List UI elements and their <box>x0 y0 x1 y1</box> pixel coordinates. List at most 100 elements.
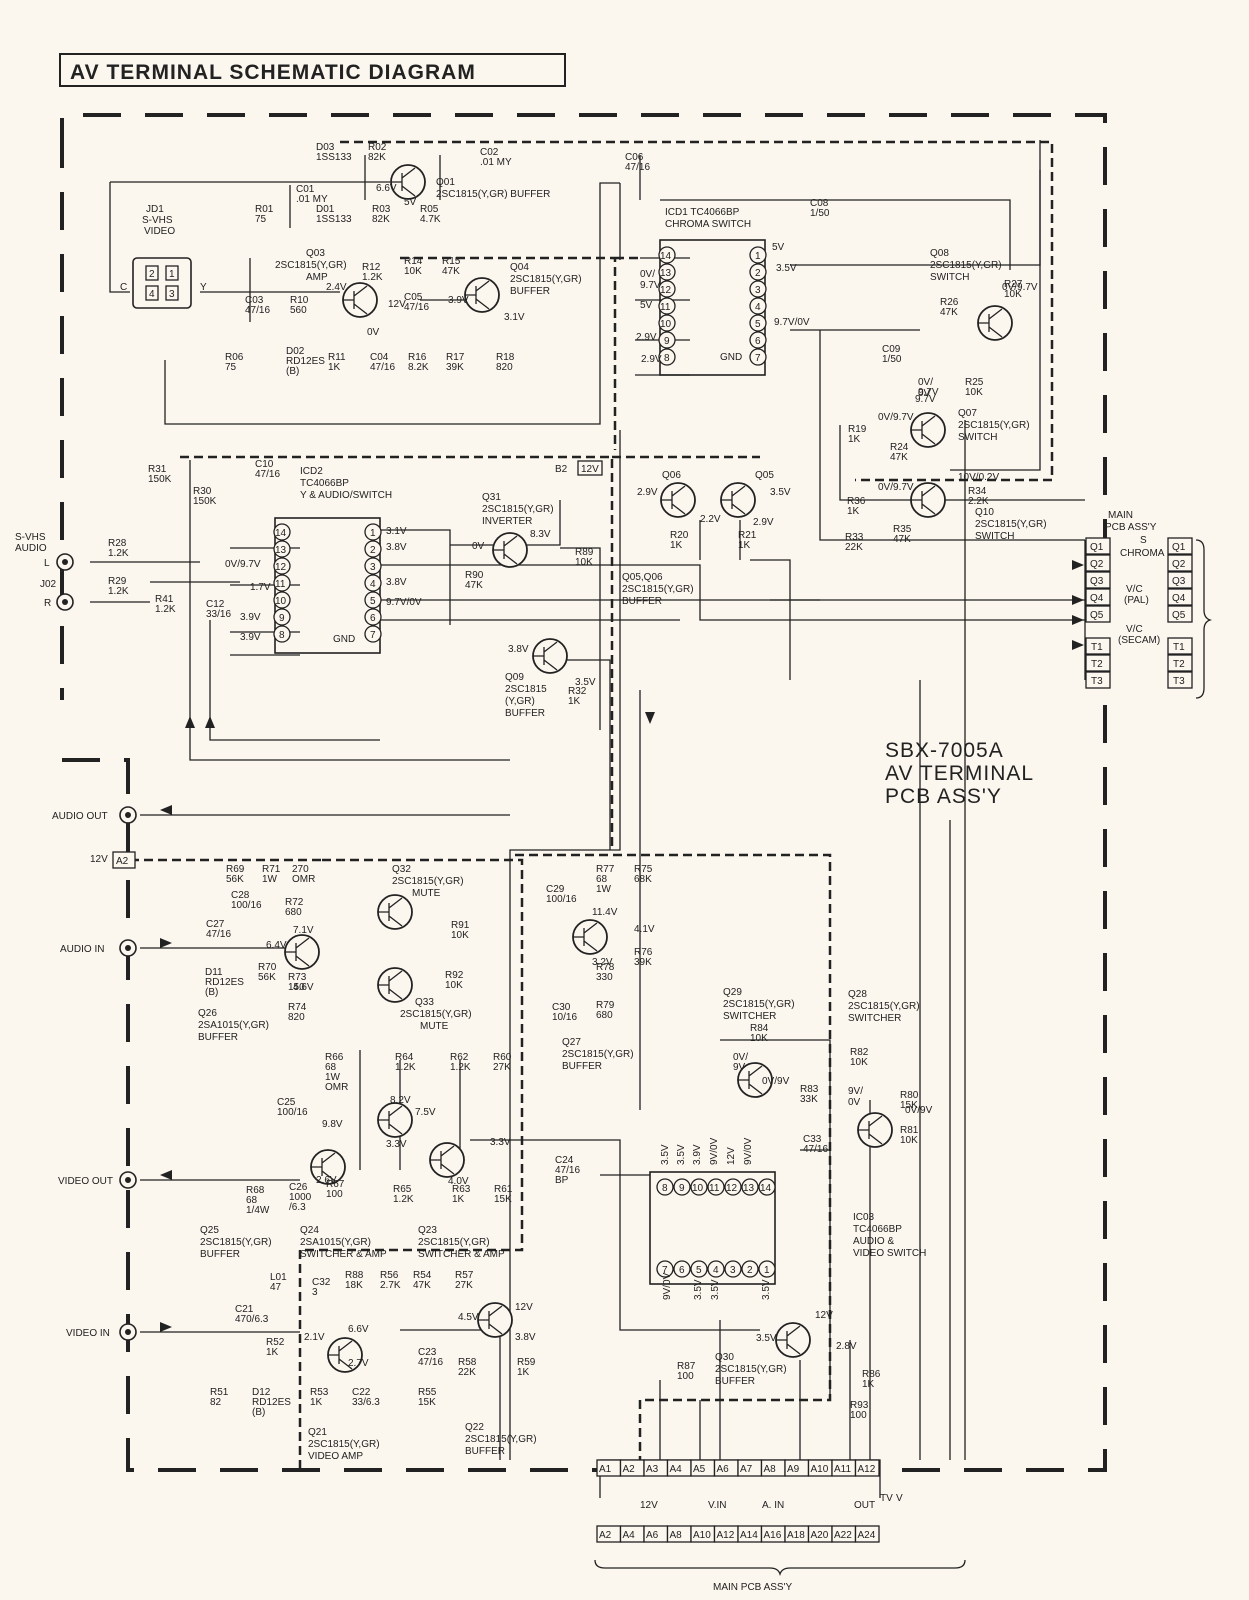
voltage-annotation: 0V <box>848 1097 861 1108</box>
supply-a2-box <box>112 851 136 869</box>
voltage-annotation: 3.8V <box>508 644 529 655</box>
svg-text:330: 330 <box>596 972 613 983</box>
q30-ref: Q30 <box>715 1352 734 1363</box>
svg-text:R27: R27 <box>1004 279 1023 290</box>
q27-func: BUFFER <box>562 1061 602 1072</box>
svg-text:R61: R61 <box>494 1184 513 1195</box>
svg-text:22K: 22K <box>845 542 863 553</box>
voltage-annotation: 3.9V <box>448 295 469 306</box>
voltage-annotation: 3.1V <box>386 526 407 537</box>
svg-text:R52: R52 <box>266 1337 285 1348</box>
icd1-pin-12: 12 <box>658 280 676 298</box>
svg-text:.01 MY: .01 MY <box>480 157 512 168</box>
conn-q5-right: Q5 <box>1167 605 1193 623</box>
q26-symbol <box>284 934 320 970</box>
video-out-jack[interactable] <box>119 1171 137 1189</box>
svg-text:BP: BP <box>555 1175 569 1186</box>
q31-part: 2SC1815(Y,GR) <box>482 504 554 515</box>
icd2-pin-14: 14 <box>273 523 291 541</box>
signal-vc-pal: V/C <box>1126 584 1143 595</box>
svg-text:33/6.3: 33/6.3 <box>352 1397 380 1408</box>
icd2-pin-9: 9 <box>273 608 291 626</box>
pin-label: 9 <box>679 1183 685 1194</box>
pin-label: 7 <box>755 353 761 364</box>
audio-in-jack[interactable] <box>119 939 137 957</box>
svg-text:R88: R88 <box>345 1270 364 1281</box>
pin-label: 5 <box>696 1265 702 1276</box>
svhs-audio-l-jack[interactable] <box>56 553 74 571</box>
svg-text:27K: 27K <box>455 1280 473 1291</box>
svhs-audio-r-jack[interactable] <box>56 593 74 611</box>
icd2-pin-6: 6 <box>364 608 382 626</box>
q01-symbol <box>390 164 426 200</box>
video-in-jack[interactable] <box>119 1323 137 1341</box>
q21-symbol <box>327 1337 363 1373</box>
pin-label: 14 <box>760 1183 772 1194</box>
jd1-label-2: S-VHS <box>142 215 173 226</box>
conn-t2-left: T2 <box>1085 654 1111 672</box>
jd1-label-1: JD1 <box>146 204 164 215</box>
voltage-annotation: 0V/ <box>918 377 933 388</box>
svg-text:A2: A2 <box>623 1464 636 1475</box>
svg-text:A6: A6 <box>646 1530 659 1541</box>
pin-label: 11 <box>709 1183 720 1194</box>
svg-text:R56: R56 <box>380 1270 399 1281</box>
svg-text:22K: 22K <box>458 1367 476 1378</box>
icd1-pin-11: 11 <box>658 297 676 315</box>
voltage-annotation: 9.7V <box>915 394 936 405</box>
svg-text:R66: R66 <box>325 1052 344 1063</box>
voltage-annotation: 3.5V <box>756 1333 777 1344</box>
svg-text:A18: A18 <box>787 1530 805 1541</box>
svg-text:R64: R64 <box>395 1052 414 1063</box>
voltage-annotation: 3.1V <box>504 312 525 323</box>
svg-text:R34: R34 <box>968 486 987 497</box>
transistor-symbols <box>284 164 1013 1373</box>
q05-ref: Q05 <box>755 470 774 481</box>
conn-q2-right: Q2 <box>1167 554 1193 572</box>
svg-text:C06: C06 <box>625 152 644 163</box>
svg-text:R41: R41 <box>155 594 174 605</box>
icd2-label-2: TC4066BP <box>300 478 349 489</box>
bottom-lower-pin-a22: A22 <box>831 1525 857 1543</box>
bottom-signal-ain: A. IN <box>762 1500 784 1511</box>
supply-12v-label: 12V <box>90 854 108 865</box>
svg-text:39K: 39K <box>634 957 652 968</box>
component-c02: C02.01 MY <box>480 147 512 168</box>
svg-text:33K: 33K <box>800 1094 818 1105</box>
audio-out-jack[interactable] <box>119 806 137 824</box>
svg-text:A2: A2 <box>599 1530 612 1541</box>
svg-text:R63: R63 <box>452 1184 471 1195</box>
svg-text:Q5: Q5 <box>1172 610 1186 621</box>
bottom-upper-pin-a5: A5 <box>690 1459 716 1477</box>
q09-grade: (Y,GR) <box>505 696 535 707</box>
svg-text:C02: C02 <box>480 147 499 158</box>
voltage-annotation: 0V <box>367 327 380 338</box>
voltage-annotation: 2.9V <box>636 332 657 343</box>
bottom-lower-pin-a10: A10 <box>690 1525 716 1543</box>
pin-label: 5 <box>370 596 376 607</box>
svg-text:D03: D03 <box>316 142 335 153</box>
svg-text:R15: R15 <box>442 256 461 267</box>
svg-text:C01: C01 <box>296 184 315 195</box>
svg-text:A1: A1 <box>599 1464 612 1475</box>
q26-func: BUFFER <box>198 1032 238 1043</box>
q10-part: 2SC1815(Y,GR) <box>975 519 1047 530</box>
voltage-annotation: 2.9V <box>753 517 774 528</box>
q27-part: 2SC1815(Y,GR) <box>562 1049 634 1060</box>
